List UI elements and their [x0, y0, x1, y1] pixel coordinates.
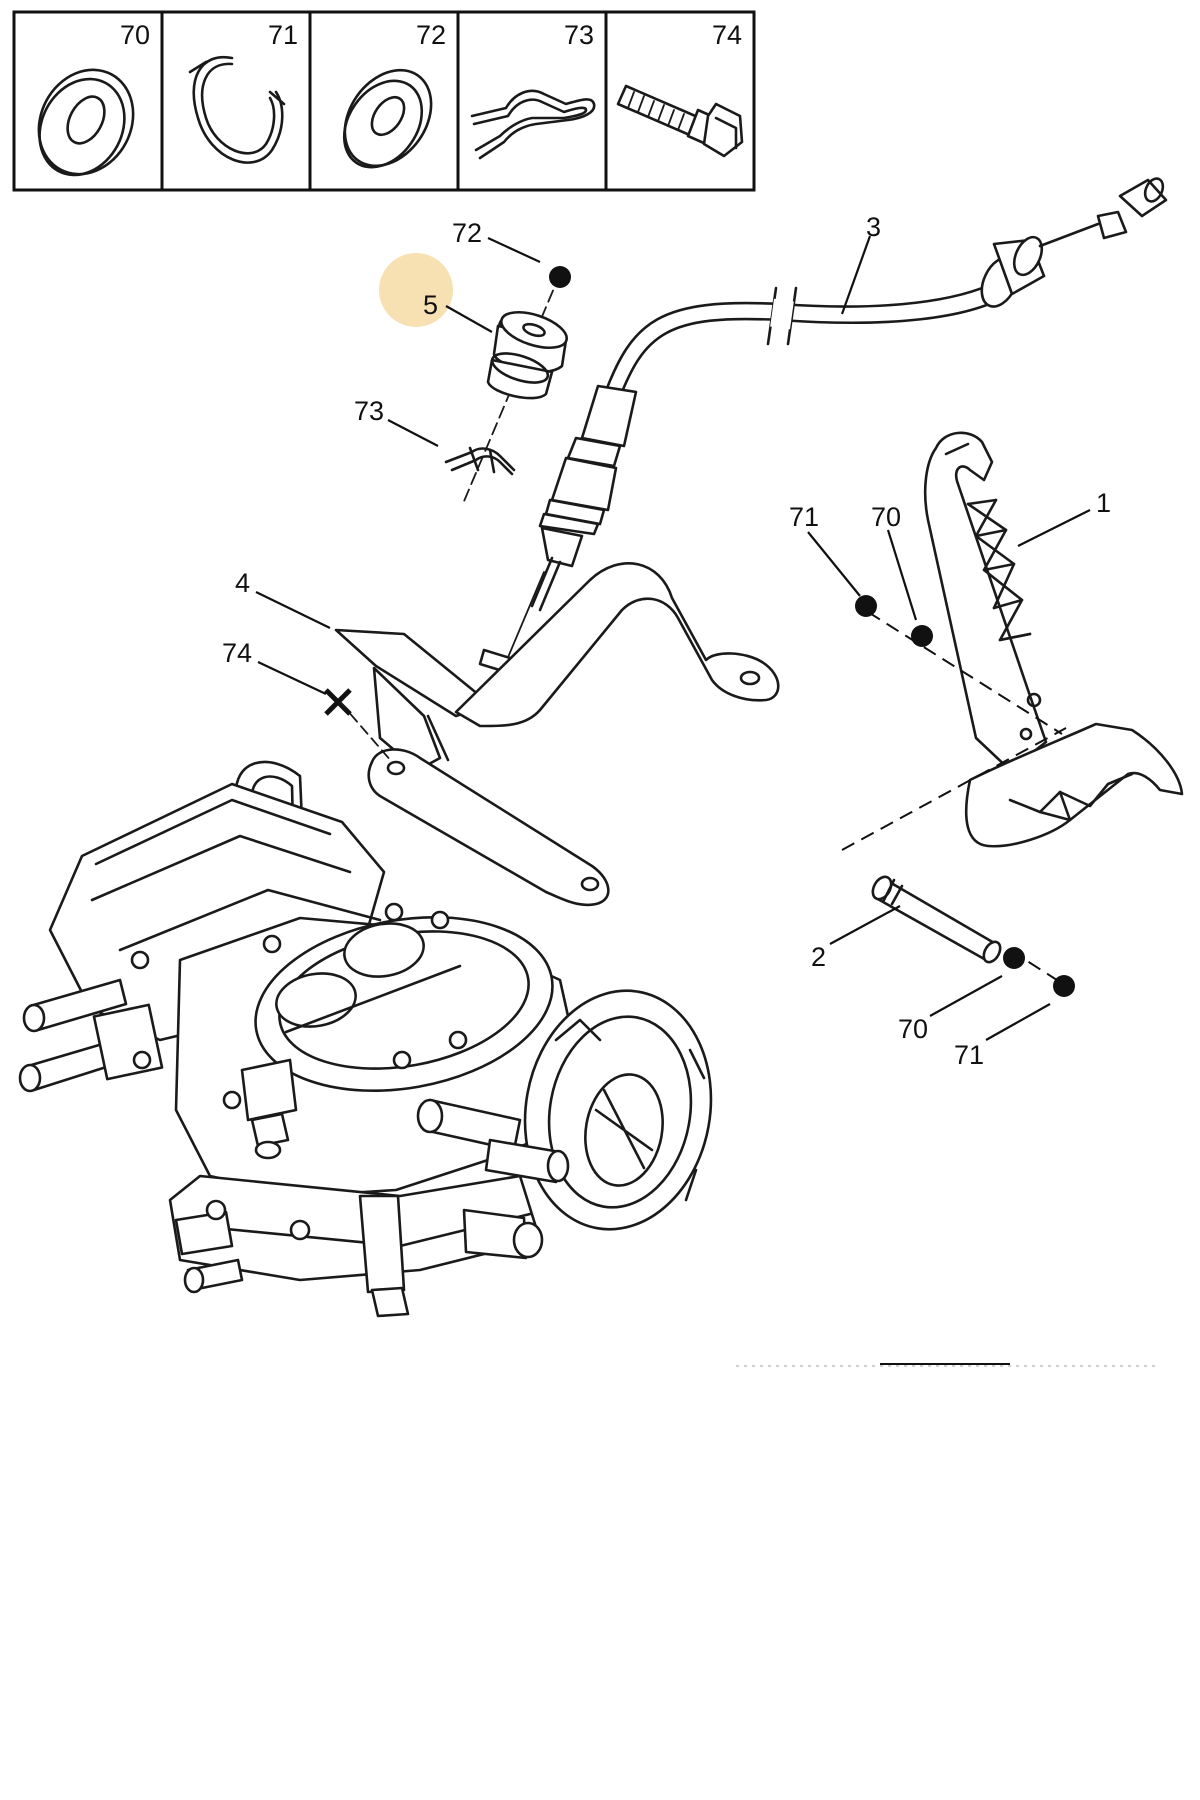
part-4-bracket: [334, 562, 780, 772]
callout-70-lower: 70: [898, 1014, 928, 1044]
flat-washer-icon: [37, 68, 135, 177]
legend-number-73: 73: [564, 20, 594, 50]
clip-71-lower-dot: [1053, 975, 1075, 997]
callout-70-upper: 70: [871, 502, 901, 532]
clip-71-upper-dot: [855, 595, 877, 617]
part-2-pin: [871, 875, 1002, 964]
callout-72-top: 72: [452, 218, 482, 248]
legend-number-71: 71: [268, 20, 298, 50]
legend-number-72: 72: [416, 20, 446, 50]
part-73-clip: [444, 446, 516, 476]
washer-72-dot: [549, 266, 571, 288]
callout-2: 2: [811, 942, 826, 972]
washer-icon: [342, 68, 433, 169]
callout-71-lower: 71: [954, 1040, 984, 1070]
callout-71-upper: 71: [789, 502, 819, 532]
callout-1: 1: [1096, 488, 1111, 518]
legend-number-74: 74: [712, 20, 742, 50]
callout-73: 73: [354, 396, 384, 426]
callout-5: 5: [423, 290, 438, 320]
washer-70-lower-dot: [1003, 947, 1025, 969]
hairpin-clip-icon: [470, 89, 596, 160]
link-arm: [367, 748, 610, 907]
highlight-marker: [379, 253, 453, 327]
part-5-grommet: [461, 273, 568, 507]
washer-70-upper-dot: [911, 625, 933, 647]
circlip-icon: [188, 55, 286, 164]
carburettor: [18, 760, 713, 1318]
callout-4: 4: [235, 568, 250, 598]
callout-74: 74: [222, 638, 252, 668]
callout-3: 3: [866, 212, 881, 242]
legend-strip: 70 71 72 73 74: [12, 10, 756, 192]
part-1-pedal: [923, 431, 1184, 848]
legend-number-70: 70: [120, 20, 150, 50]
hex-bolt-icon: [616, 84, 744, 158]
part-3-cable: [478, 177, 1168, 674]
